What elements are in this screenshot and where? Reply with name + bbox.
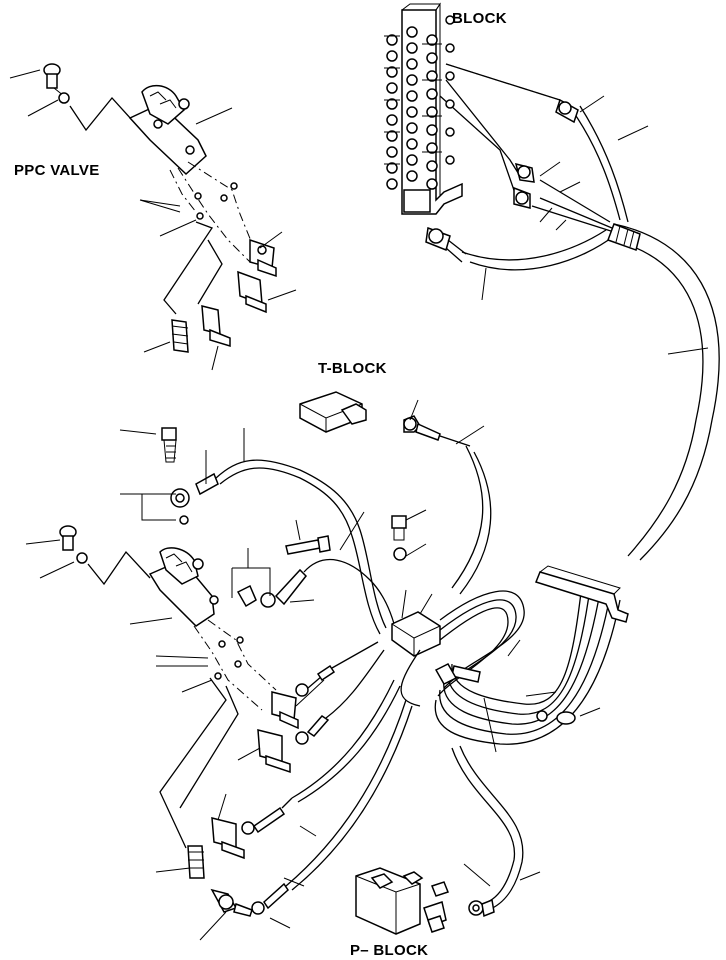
center-connector-bundle <box>391 509 629 911</box>
upper-ppc-valve-group <box>9 63 297 371</box>
block-label: BLOCK <box>452 10 507 27</box>
p-block <box>355 867 495 935</box>
t-block-label: T-BLOCK <box>318 360 387 377</box>
upper-elbow-fittings <box>143 231 297 371</box>
ppc-valve-label: PPC VALVE <box>14 162 100 179</box>
lower-ppc-valve-group <box>25 427 399 641</box>
lower-dashed-links <box>155 619 277 849</box>
block-port-fittings <box>384 15 455 190</box>
p-block-label: P– BLOCK <box>350 942 429 959</box>
lower-elbow-fittings <box>155 641 413 941</box>
bolt-upper-left <box>9 63 70 117</box>
block-hose-bundle <box>425 63 720 561</box>
t-block <box>299 391 492 595</box>
upper-ppc-valve-body <box>128 84 233 176</box>
